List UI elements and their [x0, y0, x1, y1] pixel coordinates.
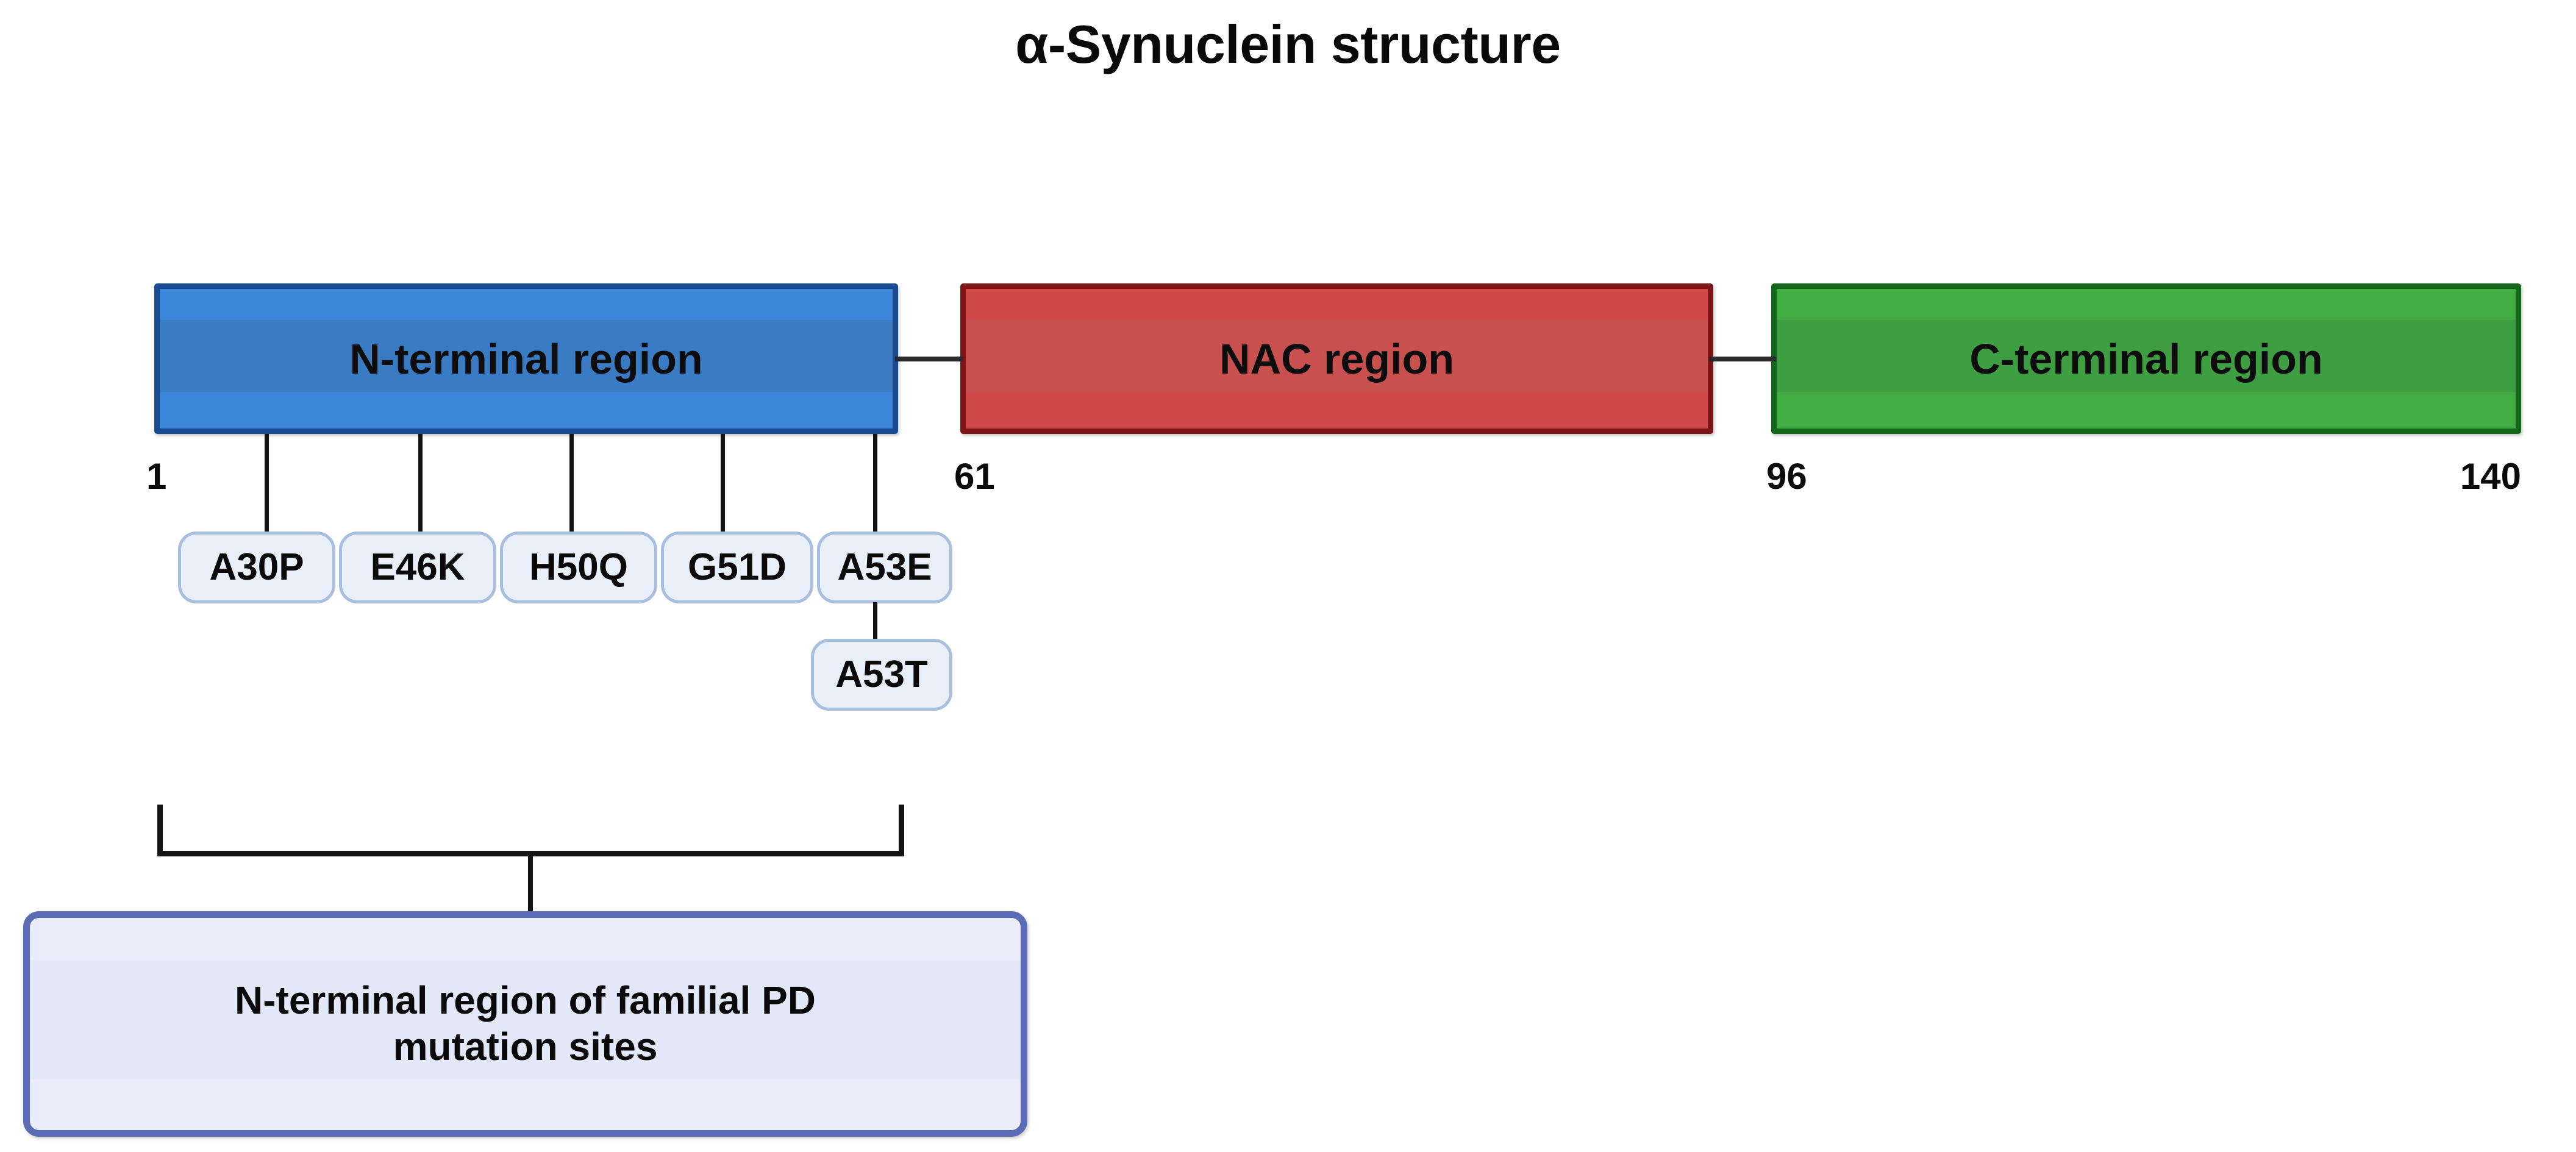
leader-line-g51d	[721, 434, 725, 533]
domain-box-c-terminal[interactable]: C-terminal region	[1771, 283, 2521, 434]
mutation-label-a53e: A53E	[837, 546, 932, 588]
mutation-pill-g51d[interactable]: G51D	[661, 532, 813, 603]
leader-line-a30p	[265, 434, 269, 533]
bracket-tick-right	[899, 805, 904, 853]
leader-line-a53e	[873, 434, 877, 533]
mutation-pill-a53t[interactable]: A53T	[811, 639, 952, 711]
domain-label-c-terminal: C-terminal region	[1969, 335, 2323, 383]
bracket-stem	[528, 855, 533, 914]
annotation-line-1: N-terminal region of familial PD	[234, 978, 816, 1023]
bracket-horizontal	[157, 851, 904, 856]
residue-marker-end: 140	[2460, 456, 2521, 497]
mutation-pill-a30p[interactable]: A30P	[178, 532, 335, 603]
residue-marker-start: 1	[146, 456, 167, 497]
mutation-pill-e46k[interactable]: E46K	[339, 532, 496, 603]
connector-nac-to-c	[1709, 357, 1776, 361]
mutation-label-a53t: A53T	[835, 653, 928, 695]
bracket-tick-left	[157, 805, 163, 853]
annotation-box[interactable]: N-terminal region of familial PD mutatio…	[23, 911, 1027, 1137]
leader-line-h50q	[569, 434, 574, 533]
leader-line-e46k	[418, 434, 423, 533]
domain-box-nac[interactable]: NAC region	[960, 283, 1713, 434]
mutation-label-e46k: E46K	[370, 546, 465, 588]
residue-marker-nac-start: 61	[954, 456, 995, 497]
connector-n-to-nac	[895, 357, 963, 361]
mutation-pill-a53e[interactable]: A53E	[817, 532, 952, 603]
figure-title: α-Synuclein structure	[1015, 14, 1561, 74]
domain-label-n-terminal: N-terminal region	[349, 335, 703, 383]
mutation-label-h50q: H50Q	[529, 546, 628, 588]
mutation-pill-h50q[interactable]: H50Q	[500, 532, 657, 603]
mutation-label-a30p: A30P	[209, 546, 304, 588]
domain-box-n-terminal[interactable]: N-terminal region	[154, 283, 898, 434]
mutation-label-g51d: G51D	[688, 546, 787, 588]
annotation-line-2: mutation sites	[393, 1025, 658, 1068]
residue-marker-c-start: 96	[1766, 456, 1807, 497]
connector-a53e-to-a53t	[873, 602, 877, 640]
domain-label-nac: NAC region	[1219, 335, 1454, 383]
annotation-text: N-terminal region of familial PD mutatio…	[210, 978, 840, 1070]
